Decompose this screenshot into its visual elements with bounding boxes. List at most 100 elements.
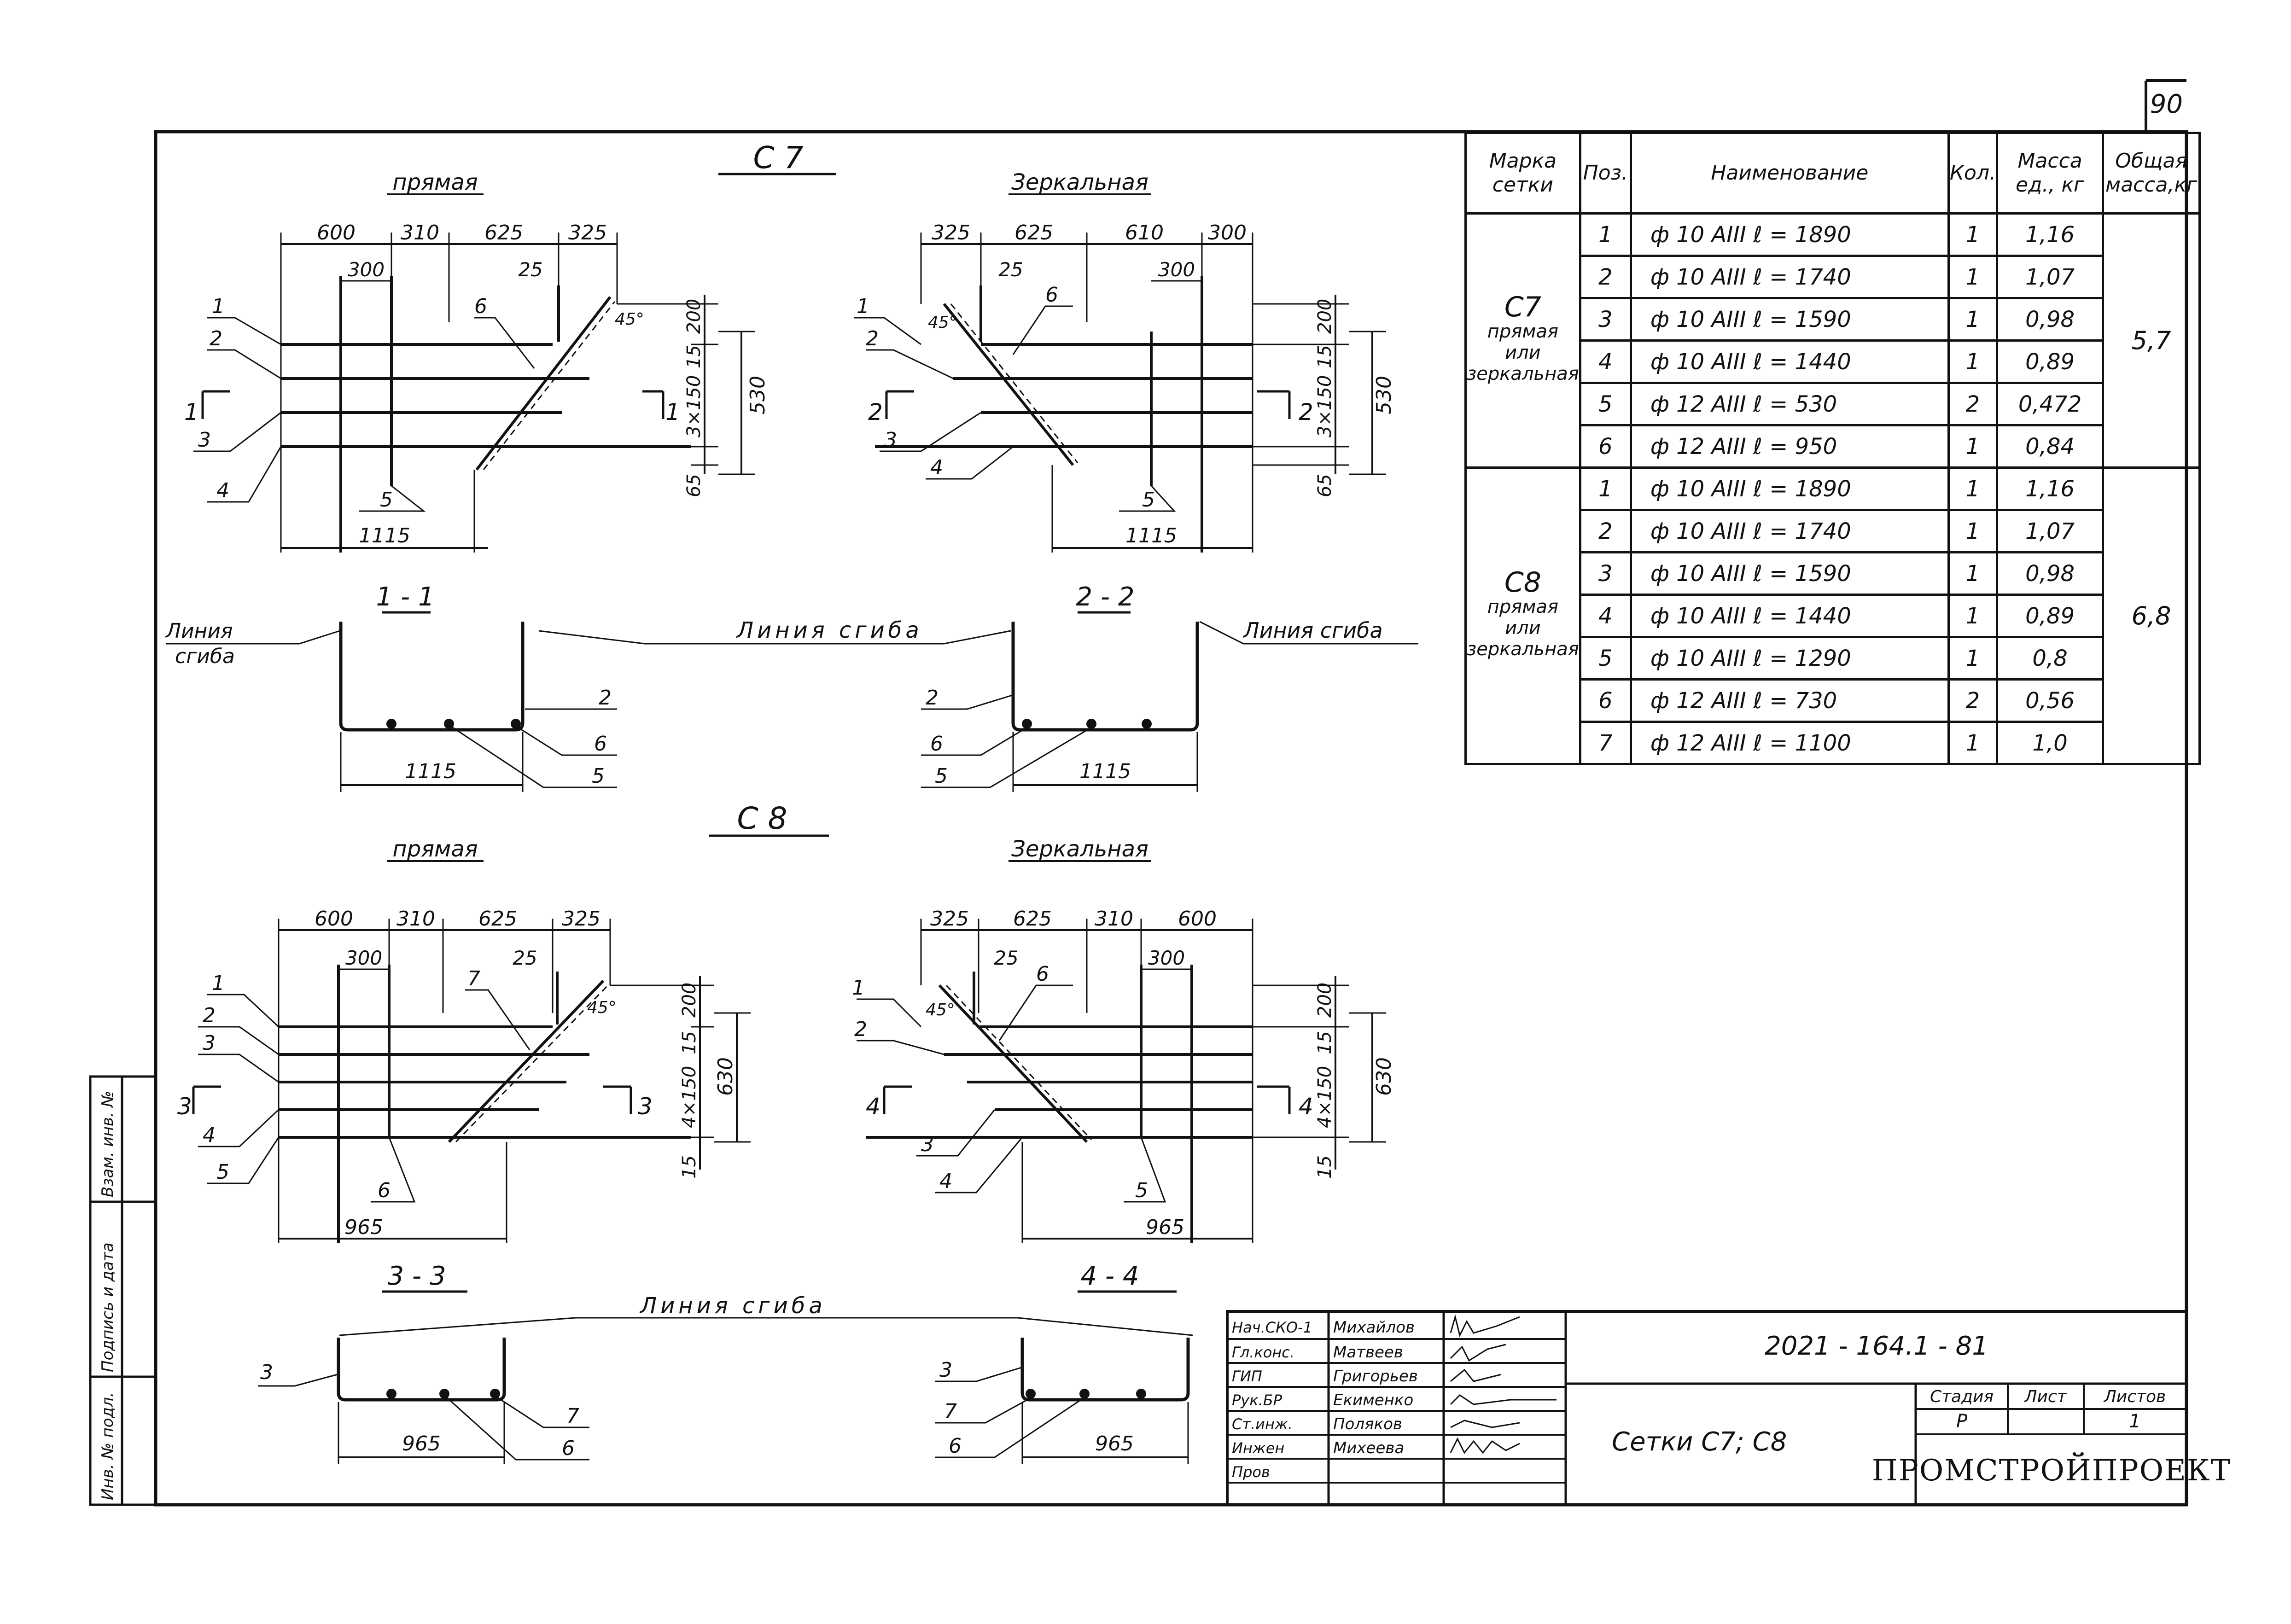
svg-text:325: 325 [932, 221, 970, 244]
svg-text:3: 3 [884, 428, 897, 452]
doc-code: 2021 - 164.1 - 81 [1765, 1331, 1988, 1361]
svg-text:25: 25 [513, 947, 537, 969]
mesh-mark: С7 [1504, 291, 1541, 323]
svg-text:4: 4 [866, 1093, 880, 1120]
c8-mirror-mesh: Зеркальная 325 625 310 600 300 25 200 15… [852, 836, 1396, 1243]
svg-text:300: 300 [345, 947, 382, 969]
svg-text:1: 1 [665, 399, 680, 425]
cell-name: ф 10 AIII ℓ = 1590 [1629, 551, 1950, 596]
cell-mass: 1,16 [1996, 466, 2104, 511]
mesh-variant: прямая или зеркальная [1467, 321, 1579, 384]
svg-text:6: 6 [1045, 283, 1058, 307]
svg-text:ГИП: ГИП [1232, 1368, 1262, 1385]
cell-name: ф 12 AIII ℓ = 1100 [1629, 721, 1950, 765]
cell-name: ф 10 AIII ℓ = 1740 [1629, 255, 1950, 299]
svg-text:4: 4 [939, 1170, 952, 1193]
svg-text:1115: 1115 [405, 760, 456, 783]
sheet-number: 90 [2150, 89, 2183, 119]
svg-text:25: 25 [998, 258, 1023, 281]
svg-text:Матвеев: Матвеев [1333, 1343, 1403, 1362]
cell-name: ф 12 AIII ℓ = 530 [1629, 382, 1950, 426]
cell-mass: 0,84 [1996, 424, 2104, 469]
svg-text:65: 65 [683, 474, 705, 497]
cell-qty: 2 [1947, 382, 1999, 426]
svg-text:3: 3 [921, 1133, 934, 1156]
cell-name: ф 10 AIII ℓ = 1590 [1629, 297, 1950, 342]
svg-text:325: 325 [562, 907, 600, 931]
svg-text:6: 6 [949, 1434, 962, 1458]
svg-text:3: 3 [260, 1361, 273, 1384]
svg-text:45°: 45° [615, 310, 644, 329]
svg-text:15: 15 [1314, 1031, 1335, 1054]
cell-pos: 1 [1579, 466, 1632, 511]
svg-text:Пров: Пров [1232, 1463, 1270, 1481]
svg-text:Григорьев: Григорьев [1333, 1367, 1418, 1385]
svg-text:7: 7 [944, 1400, 957, 1423]
svg-text:965: 965 [344, 1216, 383, 1239]
c7-straight-mesh: прямая 600 310 625 325 300 25 200 15 [184, 169, 769, 553]
svg-text:2 - 2: 2 - 2 [1076, 582, 1134, 612]
cell-qty: 1 [1947, 339, 1999, 384]
svg-text:625: 625 [478, 907, 517, 931]
cell-mass: 0,89 [1996, 339, 2104, 384]
svg-text:300: 300 [1208, 221, 1247, 244]
svg-text:1: 1 [857, 295, 869, 318]
svg-text:15: 15 [1314, 1155, 1335, 1179]
svg-text:Линия сгиба: Линия сгиба [736, 617, 923, 643]
svg-text:610: 610 [1125, 221, 1164, 244]
svg-text:3 - 3: 3 - 3 [387, 1261, 446, 1291]
cell-qty: 1 [1947, 466, 1999, 511]
svg-text:Линия сгиба: Линия сгиба [1242, 618, 1383, 643]
svg-text:625: 625 [1014, 221, 1053, 244]
svg-text:5: 5 [935, 764, 948, 788]
cell-pos: 4 [1579, 594, 1632, 638]
cell-qty: 2 [1947, 678, 1999, 723]
svg-text:4: 4 [203, 1123, 216, 1147]
svg-text:2: 2 [1299, 399, 1313, 425]
section-3-3: 3 - 3 965 3 7 6 [258, 1261, 589, 1464]
cell-mass: 0,472 [1996, 382, 2104, 426]
cell-mass: 1,07 [1996, 509, 2104, 553]
c7-straight-label: прямая [392, 169, 478, 195]
svg-text:6: 6 [1036, 962, 1049, 986]
cell-pos: 6 [1579, 424, 1632, 469]
cell-qty: 1 [1947, 212, 1999, 257]
svg-text:310: 310 [1095, 907, 1133, 931]
svg-text:Екименко: Екименко [1333, 1391, 1413, 1409]
svg-text:3×150: 3×150 [1314, 375, 1335, 437]
svg-text:6: 6 [378, 1179, 391, 1202]
svg-text:15: 15 [679, 1031, 700, 1054]
svg-text:300: 300 [1158, 258, 1195, 281]
svg-text:Лист: Лист [2023, 1387, 2067, 1406]
svg-text:2: 2 [210, 327, 222, 350]
svg-text:6: 6 [474, 295, 487, 318]
svg-text:4 - 4: 4 - 4 [1080, 1261, 1139, 1291]
svg-text:325: 325 [930, 907, 969, 931]
svg-text:Листов: Листов [2103, 1387, 2166, 1406]
cell-name: ф 10 AIII ℓ = 1440 [1629, 594, 1950, 638]
svg-text:630: 630 [1372, 1057, 1396, 1096]
svg-text:6: 6 [594, 732, 607, 756]
svg-text:1115: 1115 [359, 524, 410, 547]
svg-text:310: 310 [401, 221, 439, 244]
col-mark: Марка сетки [1464, 132, 1581, 215]
cell-mass: 0,98 [1996, 551, 2104, 596]
c7-title: С 7 [753, 140, 803, 175]
svg-text:Инжен: Инжен [1232, 1439, 1284, 1457]
cell-pos: 5 [1579, 636, 1632, 681]
signature-4 [1450, 1394, 1556, 1405]
cell-pos: 3 [1579, 551, 1632, 596]
cell-pos: 6 [1579, 678, 1632, 723]
svg-text:Зеркальная: Зеркальная [1011, 836, 1148, 862]
table-header: Марка сетки Поз. Наименование Кол. Масса… [1464, 132, 2201, 215]
signature-6 [1450, 1437, 1520, 1454]
cell-qty: 1 [1947, 509, 1999, 553]
